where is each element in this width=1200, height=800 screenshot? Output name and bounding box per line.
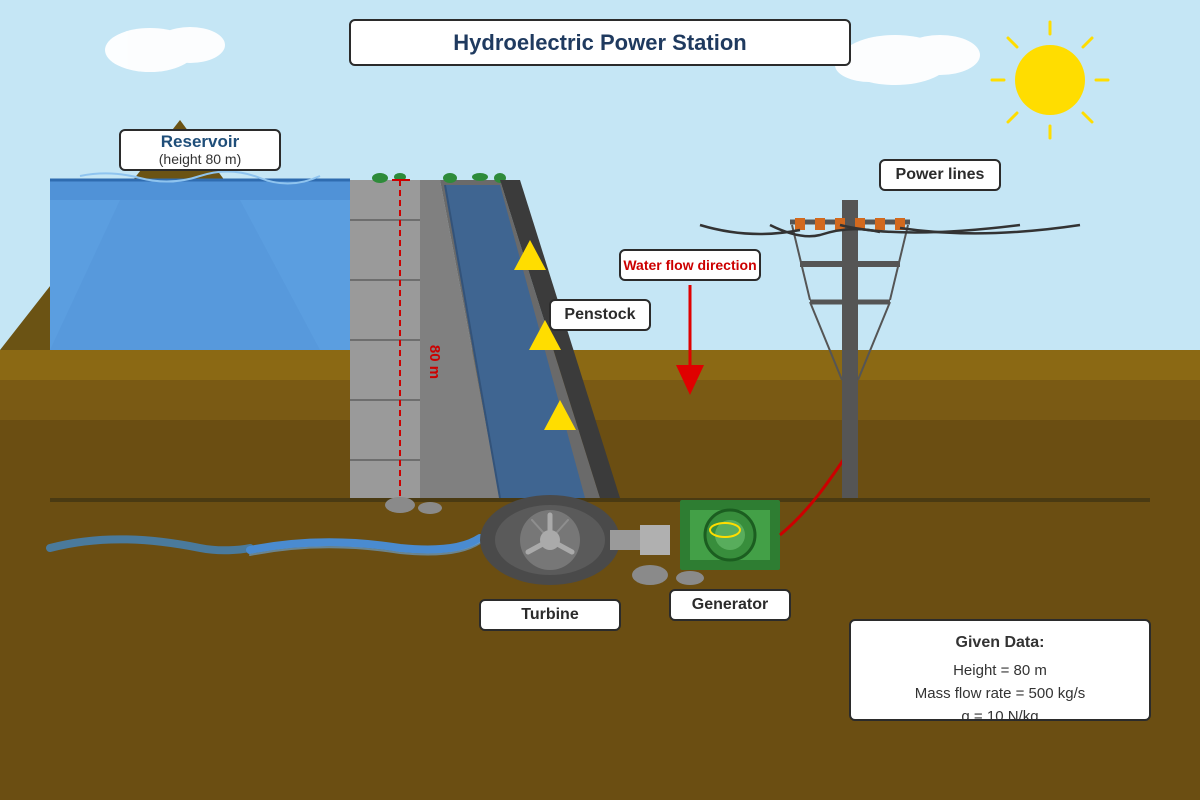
given-data-mass-flow: Mass flow rate = 500 kg/s <box>914 685 1086 702</box>
cloud-icon <box>105 27 225 72</box>
height-marker: 80 m <box>392 179 443 498</box>
flow-arrow-icon <box>676 285 704 395</box>
ground-top <box>0 350 1200 380</box>
ground-mid <box>0 380 1200 420</box>
cloud-icon <box>835 35 980 85</box>
generator-label: Generator <box>669 589 791 621</box>
sun-icon <box>990 20 1110 140</box>
given-data-heading: Given Data: <box>955 634 1045 651</box>
power-line-wires <box>699 223 1081 238</box>
reservoir-label-detail: (height 80 m) <box>158 151 242 167</box>
page-title: Hydroelectric Power Station <box>349 19 851 66</box>
reservoir-water <box>50 170 350 350</box>
warning-triangle-icon <box>514 240 576 430</box>
penstock-label: Penstock <box>549 299 651 331</box>
given-data-height: Height = 80 m <box>953 662 1047 679</box>
rocks <box>385 497 704 585</box>
shaft <box>610 525 670 555</box>
reservoir-label-name: Reservoir <box>160 132 240 151</box>
given-data-gravity: g = 10 N/kg <box>961 708 1039 721</box>
height-marker-label: 80 m <box>426 345 443 379</box>
turbine-label: Turbine <box>479 599 621 631</box>
water-flow-label: Water flow direction <box>619 249 761 281</box>
given-data-panel: Given Data: Height = 80 m Mass flow rate… <box>849 619 1151 721</box>
transmission-tower <box>790 200 910 498</box>
reservoir-label: Reservoir (height 80 m) <box>119 129 281 171</box>
outflow-river <box>46 534 484 556</box>
power-lines-label: Power lines <box>879 159 1001 191</box>
generator <box>680 500 780 570</box>
turbine <box>480 495 620 585</box>
